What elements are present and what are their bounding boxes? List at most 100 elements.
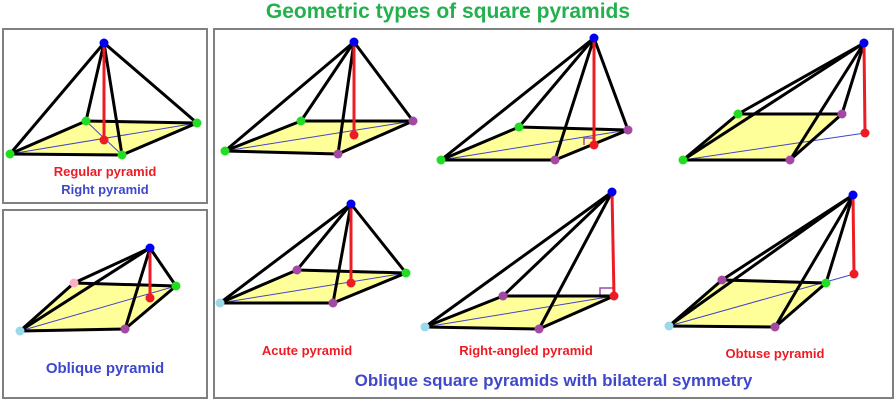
lateral-edge <box>439 36 596 162</box>
base-vertex <box>534 324 544 334</box>
altitude-foot <box>589 140 599 150</box>
right-angled-pyramid-label: Right-angled pyramid <box>459 343 593 358</box>
base-vertex <box>550 155 560 165</box>
altitude <box>610 191 616 297</box>
lateral-edge <box>123 246 152 331</box>
lateral-edge <box>295 202 353 272</box>
base-vertex <box>401 268 411 278</box>
obtuse-pyramid-figure <box>664 190 859 332</box>
lateral-edge <box>840 41 866 116</box>
lateral-edge <box>720 193 855 282</box>
base-vertex <box>296 116 306 126</box>
acute-pyramid-label: Acute pyramid <box>261 343 353 358</box>
lateral-edge <box>667 193 855 328</box>
lateral-edge <box>84 41 106 123</box>
right-angled-pyramid-figure <box>420 187 619 334</box>
hidden-diagonal <box>440 129 629 161</box>
right-angle-mark <box>583 137 594 145</box>
lateral-edge <box>223 40 356 153</box>
apex-vertex <box>349 37 359 47</box>
altitude-foot <box>99 135 109 145</box>
base-vertex <box>821 278 831 288</box>
lateral-edge <box>592 36 630 132</box>
hidden-diagonal <box>424 295 615 328</box>
panel-regular-pyramid <box>2 28 208 204</box>
apex-vertex <box>607 187 617 197</box>
base-vertex <box>215 298 225 308</box>
lateral-edge <box>773 193 855 329</box>
bilateral-pyramid-2-figure <box>436 33 633 165</box>
page-title: Geometric types of square pyramids <box>265 0 631 23</box>
lateral-edge <box>517 36 596 129</box>
altitude-foot <box>145 293 155 303</box>
base-vertex <box>623 125 633 135</box>
base-vertex <box>117 150 127 160</box>
lateral-edge <box>681 41 866 162</box>
apex-vertex <box>145 243 155 253</box>
lateral-edge <box>148 246 178 288</box>
base-vertex <box>120 324 130 334</box>
base-vertex <box>498 291 508 301</box>
base-vertex <box>328 298 338 308</box>
lateral-edge <box>501 190 614 298</box>
base-vertex <box>220 146 230 156</box>
right-angle-mark <box>599 287 613 296</box>
lateral-edge <box>299 40 356 123</box>
regular-pyramid-figure <box>5 38 202 160</box>
hidden-diagonal <box>682 132 866 161</box>
base-vertex <box>192 118 202 128</box>
lateral-edge <box>788 41 866 162</box>
panel-bilateral-symmetry <box>213 28 894 399</box>
hidden-diagonal <box>224 120 414 152</box>
obtuse-pyramid-label: Obtuse pyramid <box>725 346 825 361</box>
base-vertex <box>785 155 795 165</box>
altitude-foot <box>849 269 859 279</box>
altitude-foot <box>349 130 359 140</box>
base-vertex <box>81 116 91 126</box>
base-vertex <box>837 109 847 119</box>
lateral-edge <box>102 41 124 157</box>
apex-vertex <box>346 199 356 209</box>
base-vertex <box>408 116 418 126</box>
base-vertex <box>678 155 688 165</box>
lateral-edge <box>102 41 199 125</box>
apex-vertex <box>589 33 599 43</box>
lateral-edge <box>8 41 106 156</box>
lateral-edge <box>331 202 353 305</box>
lateral-edge <box>349 202 408 275</box>
lateral-edge <box>423 190 614 329</box>
bilateral-symmetry-label: Oblique square pyramids with bilateral s… <box>354 371 753 390</box>
altitude-foot <box>346 278 356 288</box>
oblique-pyramid-figure <box>15 243 181 336</box>
base-vertex <box>333 149 343 159</box>
apex-vertex <box>848 190 858 200</box>
altitude-foot <box>860 128 870 138</box>
base-vertex <box>292 265 302 275</box>
right-pyramid-label: Right pyramid <box>61 182 149 197</box>
lateral-edge <box>218 202 353 305</box>
altitude <box>851 194 856 275</box>
base-vertex <box>436 155 446 165</box>
base-face <box>220 270 406 303</box>
base-vertex <box>664 321 674 331</box>
base-vertex <box>514 122 524 132</box>
apex-vertex <box>99 38 109 48</box>
base-vertex <box>733 109 743 119</box>
lateral-edge <box>18 246 152 333</box>
base-vertex <box>770 322 780 332</box>
lateral-edge <box>72 246 152 285</box>
base-vertex <box>420 322 430 332</box>
base-face <box>225 121 413 154</box>
lateral-edge <box>553 36 596 162</box>
bilateral-pyramid-1-figure <box>220 37 418 159</box>
lateral-edge <box>537 190 614 331</box>
base-vertex <box>15 326 25 336</box>
bilateral-pyramid-3-figure <box>678 38 870 165</box>
base-vertex <box>5 149 15 159</box>
acute-pyramid-figure <box>215 199 411 308</box>
apex-vertex <box>859 38 869 48</box>
oblique-pyramid-label: Oblique pyramid <box>45 360 165 377</box>
base-vertex <box>717 275 727 285</box>
base-vertex <box>69 278 79 288</box>
